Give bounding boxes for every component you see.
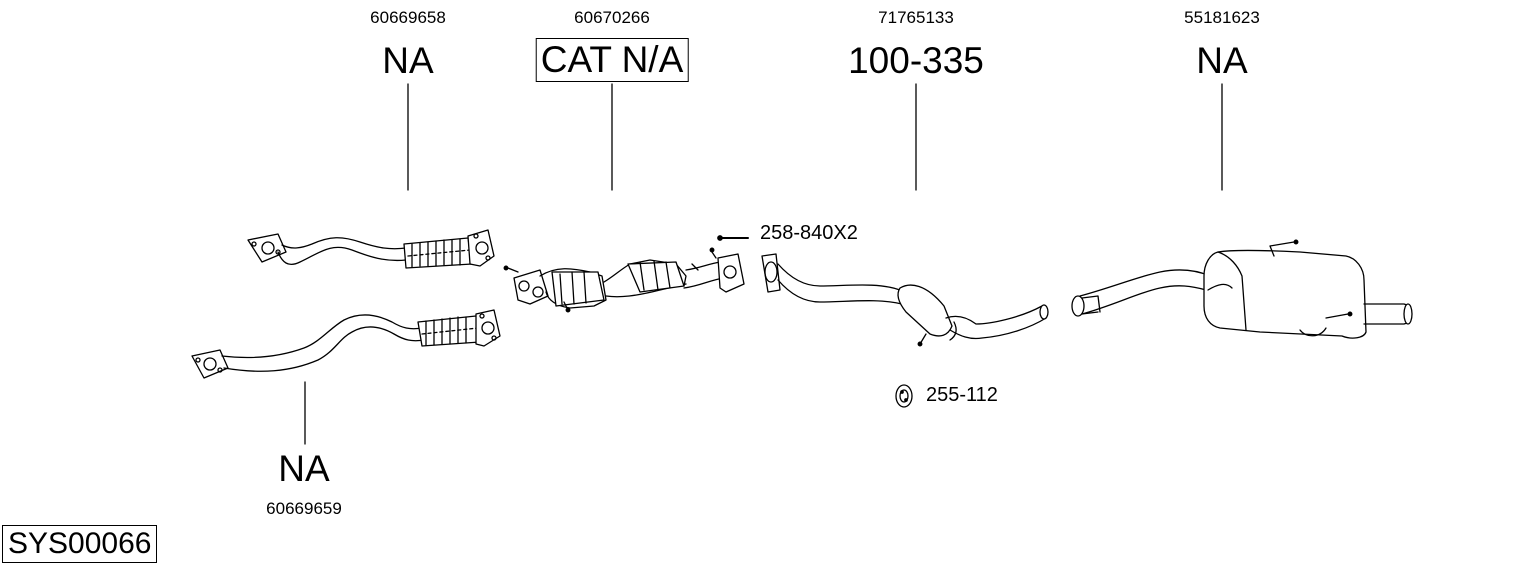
rubber-mount-icon <box>896 385 912 407</box>
part-number-4: 55181623 <box>1184 8 1260 27</box>
intermediate-pipe <box>762 254 1048 346</box>
part-number-5: 60669659 <box>266 499 342 518</box>
part-code-3: 100-335 <box>848 40 984 81</box>
rear-silencer <box>1072 240 1412 338</box>
accessory-code-2: 255-112 <box>926 384 998 406</box>
part-code-4: NA <box>1196 40 1248 81</box>
part-number-1: 60669658 <box>370 8 446 27</box>
accessory-code-1: 258-840X2 <box>760 222 858 244</box>
part-code-1: NA <box>382 40 434 81</box>
bolt-icon <box>718 236 748 240</box>
system-code: SYS00066 <box>2 525 158 563</box>
part-code-5: NA <box>278 448 330 489</box>
part-number-3: 71765133 <box>878 8 954 27</box>
catalytic-converter <box>504 248 744 312</box>
part-code-2: CAT N/A <box>535 38 689 82</box>
front-pipe-lower <box>192 310 500 378</box>
part-number-2: 60670266 <box>574 8 650 27</box>
front-pipe-upper <box>248 230 494 268</box>
